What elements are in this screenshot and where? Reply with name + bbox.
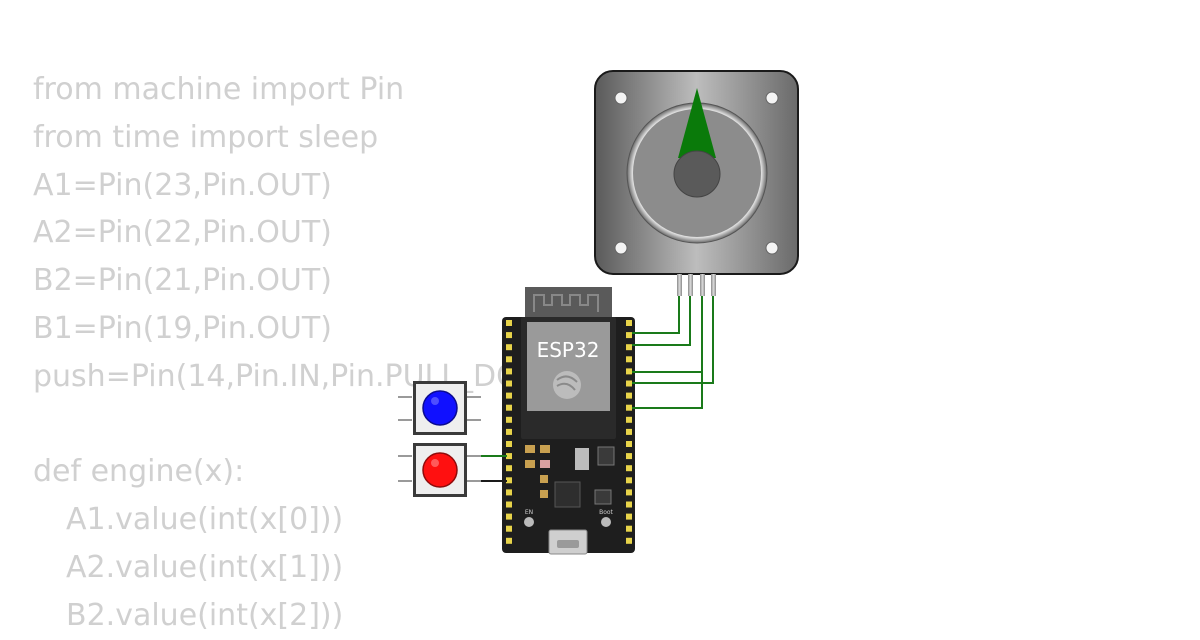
blue-button-cap-icon[interactable] — [422, 390, 458, 426]
code-line-9: def engine(x): — [33, 454, 245, 490]
boot-label: Boot — [599, 509, 613, 516]
header-pin[interactable] — [626, 537, 632, 544]
stepper-motor[interactable] — [594, 70, 799, 296]
code-line-2: from time import sleep — [33, 119, 379, 155]
header-pin[interactable] — [506, 380, 512, 387]
push-button-red[interactable] — [398, 443, 481, 497]
motor-pin-a1[interactable] — [677, 274, 682, 296]
red-button-cap-icon[interactable] — [422, 452, 458, 488]
code-line-11: A2.value(int(x[1])) — [66, 549, 344, 585]
header-pin[interactable] — [626, 441, 632, 447]
wire-a2[interactable] — [632, 296, 691, 346]
header-pin[interactable] — [506, 392, 512, 399]
motor-pin-b1[interactable] — [711, 274, 716, 296]
header-pin[interactable] — [506, 489, 512, 496]
header-pin[interactable] — [506, 513, 512, 520]
en-button[interactable] — [524, 517, 534, 527]
motor-mount-hole-icon — [614, 241, 628, 255]
code-line-3: A1=Pin(23,Pin.OUT) — [33, 167, 332, 203]
motor-mount-hole-icon — [765, 241, 779, 255]
motor-needle-icon — [678, 88, 716, 158]
code-line-4: A2=Pin(22,Pin.OUT) — [33, 215, 332, 251]
header-pin[interactable] — [626, 489, 632, 496]
header-pin[interactable] — [626, 392, 632, 399]
wire-a1[interactable] — [632, 296, 680, 334]
header-pin[interactable] — [506, 465, 512, 472]
wire-gnd[interactable] — [632, 372, 703, 409]
header-pin[interactable] — [626, 428, 632, 435]
header-pin[interactable] — [626, 477, 632, 484]
header-pin[interactable] — [626, 404, 632, 411]
wire-b1[interactable] — [632, 296, 714, 384]
code-line-10: A1.value(int(x[0])) — [66, 502, 344, 538]
header-pin[interactable] — [626, 465, 632, 472]
header-pin[interactable] — [506, 404, 512, 411]
motor-pin-b2[interactable] — [700, 274, 705, 296]
esp32-board[interactable]: ESP32 EN Boot — [502, 287, 635, 555]
chip-label: ESP32 — [537, 338, 600, 362]
header-pin[interactable] — [506, 320, 512, 326]
header-pin[interactable] — [506, 356, 512, 363]
header-pin[interactable] — [626, 332, 632, 339]
header-pin[interactable] — [506, 332, 512, 339]
wires — [481, 296, 714, 482]
en-label: EN — [525, 509, 533, 516]
header-pin[interactable] — [506, 416, 512, 423]
code-line-1: from machine import Pin — [33, 72, 405, 107]
header-pin[interactable] — [626, 320, 632, 326]
header-pin[interactable] — [506, 453, 512, 460]
header-pin[interactable] — [506, 368, 512, 375]
header-pin[interactable] — [506, 537, 512, 544]
header-pin[interactable] — [506, 525, 512, 532]
push-button-blue[interactable] — [398, 381, 481, 435]
header-pin[interactable] — [626, 416, 632, 423]
header-pin[interactable] — [626, 368, 632, 375]
usb-uart-chip — [554, 481, 581, 508]
code-line-6: B1=Pin(19,Pin.OUT) — [33, 310, 332, 346]
header-pin[interactable] — [506, 441, 512, 447]
header-pin[interactable] — [626, 525, 632, 532]
motor-pin-a2[interactable] — [688, 274, 693, 296]
antenna-trace-icon — [533, 294, 599, 312]
header-pin[interactable] — [506, 344, 512, 351]
regulator — [575, 448, 589, 470]
boot-button[interactable] — [601, 517, 611, 527]
header-pin[interactable] — [626, 513, 632, 520]
header-pin[interactable] — [626, 356, 632, 363]
left-header — [506, 320, 512, 544]
motor-shaft-icon — [673, 150, 721, 198]
header-pin[interactable] — [626, 501, 632, 508]
header-pin[interactable] — [506, 501, 512, 508]
header-pin[interactable] — [626, 380, 632, 387]
motor-mount-hole-icon — [614, 91, 628, 105]
code-line-5: B2=Pin(21,Pin.OUT) — [33, 263, 332, 299]
code-line-12: B2.value(int(x[2])) — [66, 597, 344, 633]
motor-mount-hole-icon — [765, 91, 779, 105]
header-pin[interactable] — [626, 344, 632, 351]
header-pin[interactable] — [506, 428, 512, 435]
right-header — [626, 320, 632, 544]
header-pin[interactable] — [626, 453, 632, 460]
header-pin[interactable] — [506, 477, 512, 484]
